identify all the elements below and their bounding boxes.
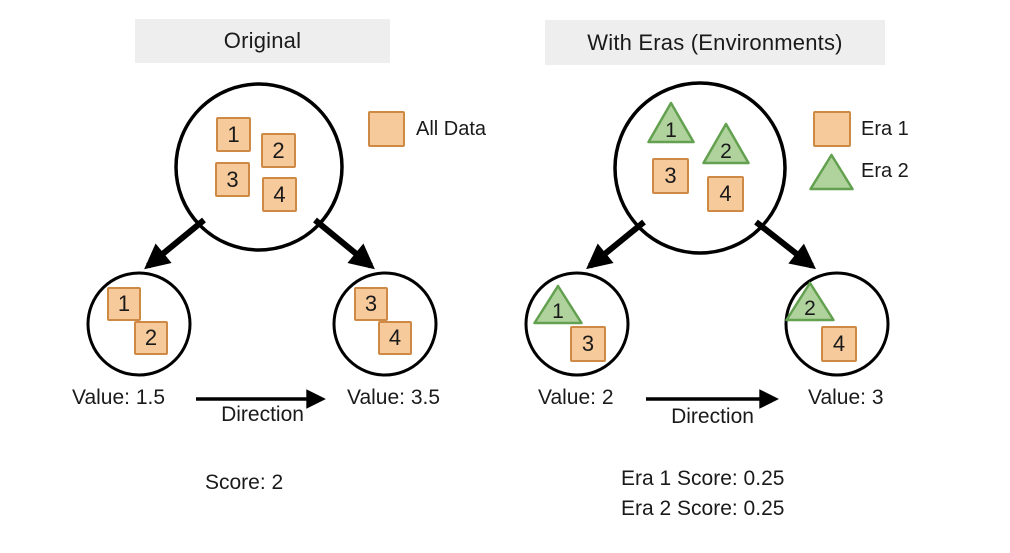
square-number: 2 [144,325,158,350]
era1-legend-label: Era 1 [861,118,909,140]
original-split-arrow-right [313,217,375,270]
original-split-arrow-left [144,217,206,270]
triangle-icon [533,284,583,325]
eras-parent-square-4: 4 [707,176,744,212]
eras-childleft-triangle-1: 1 [532,284,584,325]
eras-split-arrow-right [754,219,816,270]
original-childleft-square-2: 2 [134,321,168,355]
triangle-icon [647,101,695,144]
triangle-number: 1 [552,300,564,323]
original-title-text: Original [223,28,302,53]
eras-value-left: Value: 2 [538,386,614,409]
square-number: 4 [388,325,402,350]
all-data-legend-label: All Data [416,118,487,140]
original-parent-square-4: 4 [262,177,297,212]
square-number: 4 [832,331,846,356]
original-panel-title: Original [135,19,390,63]
eras-childright-square-4: 4 [821,326,857,362]
original-parent-square-3: 3 [215,162,250,197]
eras-panel-title: With Eras (Environments) [545,20,885,65]
triangle-number: 1 [665,119,677,142]
eras-title-text: With Eras (Environments) [587,29,843,55]
original-direction-label: Direction [221,403,304,426]
original-parent-square-2: 2 [261,133,296,168]
eras-parent-square-3: 3 [652,158,689,194]
era1-legend-swatch-icon [813,111,851,147]
triangle-icon [702,122,750,165]
all-data-legend-swatch-icon [368,111,405,147]
square-number: 2 [272,137,285,163]
eras-direction-label: Direction [671,405,754,428]
era2-legend-label: Era 2 [861,160,909,182]
era2-score: Era 2 Score: 0.25 [621,497,785,520]
triangle-icon [785,281,835,322]
square-number: 3 [581,331,595,356]
original-childright-square-4: 4 [378,321,412,355]
original-value-left: Value: 1.5 [72,386,166,409]
eras-parent-triangle-1: 1 [646,101,696,144]
eras-value-right: Value: 3 [808,386,884,409]
square-number: 4 [719,181,732,206]
original-value-right: Value: 3.5 [347,386,441,409]
original-score: Score: 2 [205,471,284,494]
square-number: 4 [273,181,286,207]
square-number: 1 [227,121,240,147]
eras-parent-triangle-2: 2 [701,122,751,165]
square-number: 3 [664,163,677,188]
triangle-icon [809,153,854,191]
original-parent-square-1: 1 [216,117,251,152]
era1-score: Era 1 Score: 0.25 [621,467,785,490]
square-number: 3 [364,291,378,316]
triangle-number: 2 [720,140,732,163]
triangle-number: 2 [804,297,816,320]
eras-split-arrow-left [586,219,646,270]
eras-childright-triangle-2: 2 [784,281,836,322]
era2-legend-swatch-icon [808,153,855,191]
square-number: 1 [117,291,131,316]
original-childright-square-3: 3 [354,287,388,321]
square-number: 3 [226,166,239,192]
original-childleft-square-1: 1 [107,287,141,321]
eras-childleft-square-3: 3 [570,326,606,362]
